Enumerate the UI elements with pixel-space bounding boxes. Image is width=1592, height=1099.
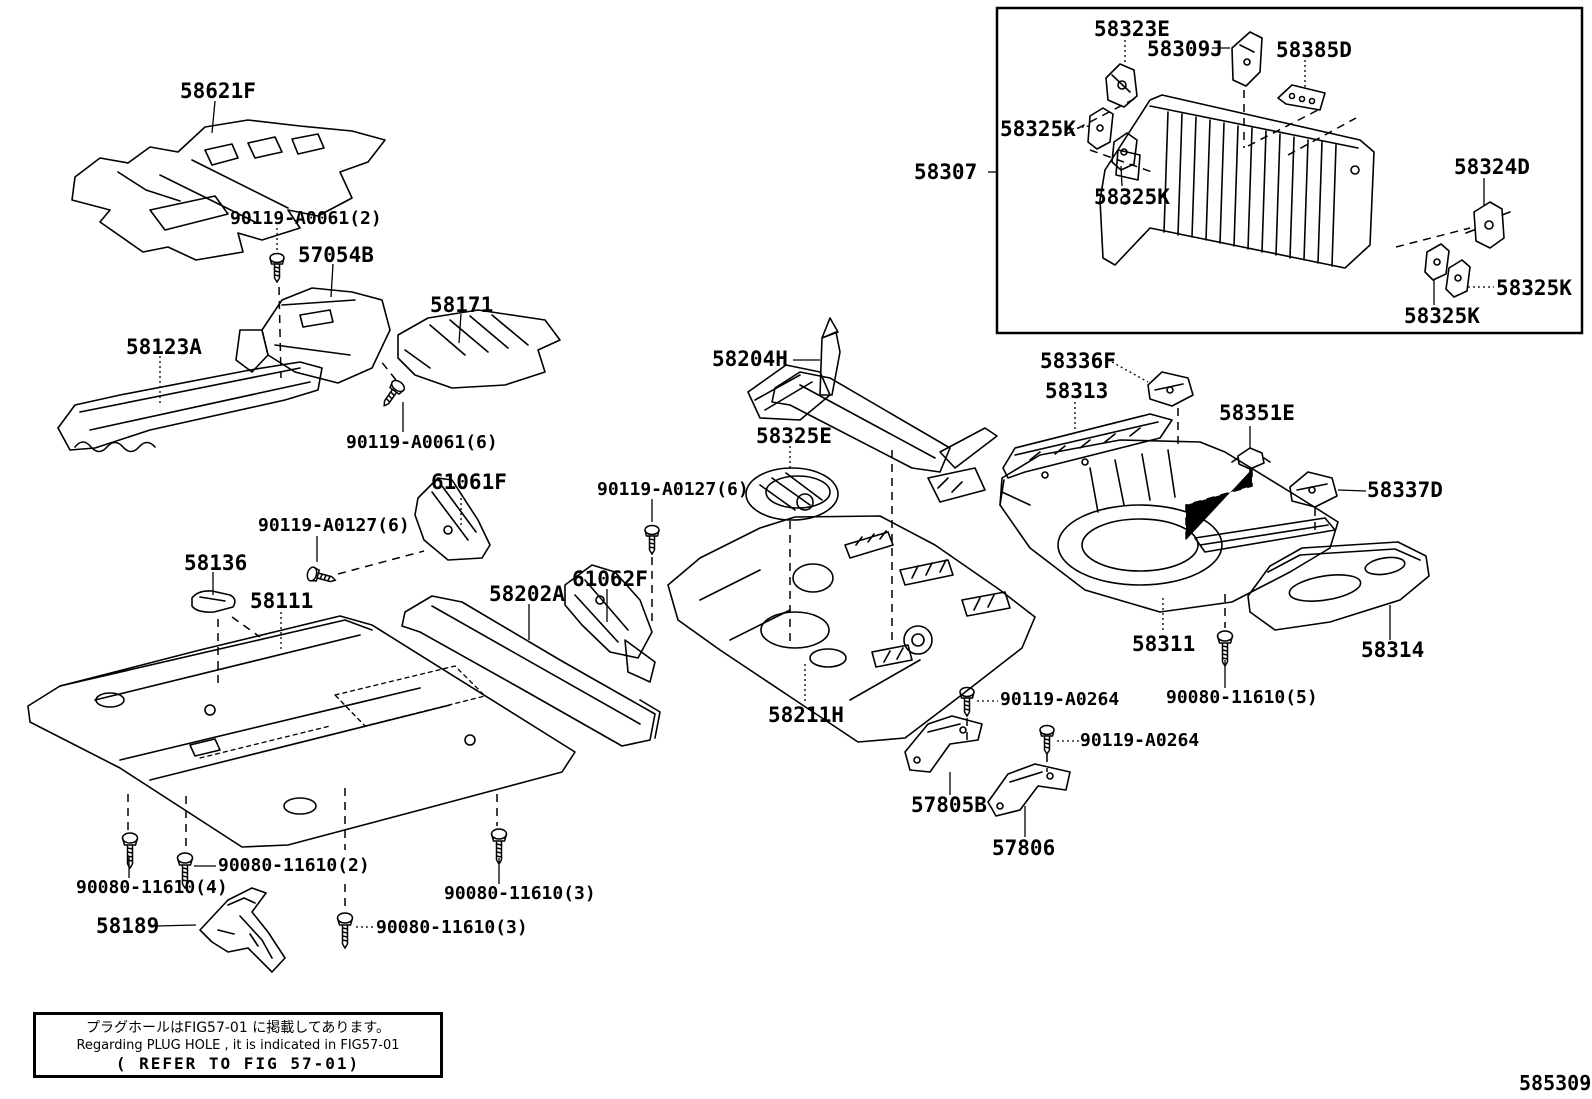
part-58202A-front-floor-crossmember	[401, 595, 661, 747]
label-90080-11610-2: 90080-11610(2)	[218, 855, 370, 876]
part-58325K-bracket-right-a	[1424, 243, 1450, 281]
label-57054B: 57054B	[298, 243, 374, 267]
label-90080-11610-3-right: 90080-11610(3)	[444, 883, 596, 904]
label-58325E: 58325E	[756, 424, 832, 448]
label-58323E: 58323E	[1094, 17, 1170, 41]
part-58323E-bracket	[1105, 63, 1138, 108]
part-57806-bracket	[987, 763, 1071, 817]
note-text-japanese: プラグホールはFIG57-01 に掲載してあります。	[86, 1020, 390, 1036]
inset-box-58307	[995, 6, 1584, 335]
part-58325K-bracket-right-b	[1445, 259, 1471, 298]
label-90119-A0127-6-right: 90119-A0127(6)	[597, 479, 749, 500]
label-90119-A0061-6: 90119-A0061(6)	[346, 432, 498, 453]
screw-icon	[336, 912, 354, 949]
leader-lines	[128, 47, 1485, 927]
bolt-icon	[305, 565, 338, 588]
part-58123A-front-floor-reinforcement	[57, 361, 323, 453]
part-58189-bracket	[199, 887, 286, 973]
label-57805B: 57805B	[911, 793, 987, 817]
label-58111: 58111	[250, 589, 314, 613]
part-58325K-bracket-left	[1087, 107, 1114, 150]
label-90080-11610-3-bottom: 90080-11610(3)	[376, 917, 528, 938]
part-57805B-bracket	[904, 715, 983, 773]
label-58123A: 58123A	[126, 335, 202, 359]
label-58325K-right: 58325K	[1496, 276, 1572, 300]
part-58314-rear-floor-panel-lower	[1247, 541, 1430, 631]
figure-code: 585309	[1519, 1071, 1592, 1095]
part-58325K-bracket-mid	[1111, 132, 1138, 171]
label-58313: 58313	[1045, 379, 1109, 403]
label-58189: 58189	[96, 914, 160, 938]
dotted-leader-lines	[159, 40, 1494, 928]
label-58324D: 58324D	[1454, 155, 1530, 179]
part-58171-floor-silencer-no2	[397, 309, 561, 389]
bolt-icon	[959, 686, 975, 717]
bolt-icon	[269, 252, 285, 283]
bolt-icon	[377, 377, 408, 411]
label-90080-11610-5: 90080-11610(5)	[1166, 687, 1318, 708]
label-58325K-bottom: 58325K	[1404, 304, 1480, 328]
part-58211H-center-floor-pan	[667, 515, 1036, 743]
note-text-reference: ( REFER TO FIG 57-01)	[115, 1054, 361, 1073]
label-58309J: 58309J	[1147, 37, 1223, 61]
note-text-english: Regarding PLUG HOLE , it is indicated in…	[76, 1038, 400, 1053]
label-90119-A0127-6-left: 90119-A0127(6)	[258, 515, 410, 536]
part-58336F-bracket	[1147, 371, 1194, 407]
label-58202A: 58202A	[489, 582, 565, 606]
label-58204H: 58204H	[712, 347, 788, 371]
note-box: プラグホールはFIG57-01 に掲載してあります。 Regarding PLU…	[33, 1012, 443, 1078]
part-58136-plate	[191, 590, 236, 613]
part-58621F-front-floor-silencer	[71, 119, 386, 261]
label-58314: 58314	[1361, 638, 1425, 662]
part-58313-rear-floor-side-member	[1002, 413, 1173, 479]
label-58337D: 58337D	[1367, 478, 1443, 502]
label-90119-A0264-upper: 90119-A0264	[1000, 689, 1120, 710]
label-58211H: 58211H	[768, 703, 844, 727]
label-90119-A0061-2: 90119-A0061(2)	[230, 208, 382, 229]
label-58307: 58307	[914, 160, 978, 184]
part-58325E-floor-plug	[745, 467, 839, 521]
label-58171: 58171	[430, 293, 494, 317]
label-90080-11610-4: 90080-11610(4)	[76, 877, 228, 898]
bolt-icon	[644, 524, 660, 555]
assembly-dashed-lines	[127, 90, 1471, 910]
part-61061F-bracket	[414, 477, 491, 561]
part-58311-rear-floor-pan	[999, 439, 1339, 613]
screw-icon	[121, 832, 139, 869]
part-58337D-bracket	[1289, 471, 1338, 508]
part-58307-rear-body-panel	[1099, 94, 1375, 269]
label-58325K-left: 58325K	[1000, 117, 1076, 141]
part-58309J-bracket	[1231, 31, 1263, 87]
label-61062F: 61062F	[572, 567, 648, 591]
label-90119-A0264-lower: 90119-A0264	[1080, 730, 1200, 751]
label-58351E: 58351E	[1219, 401, 1295, 425]
part-58111-front-floor-pan	[27, 615, 576, 848]
label-57806: 57806	[992, 836, 1056, 860]
label-58325K-mid: 58325K	[1094, 185, 1170, 209]
bolt-icon	[1039, 724, 1055, 755]
label-58311: 58311	[1132, 632, 1196, 656]
part-58324D-bracket	[1465, 201, 1511, 249]
label-58136: 58136	[184, 551, 248, 575]
label-58385D: 58385D	[1276, 38, 1352, 62]
part-58385D-reinforcement	[1277, 84, 1326, 111]
label-58336F: 58336F	[1040, 349, 1116, 373]
part-57054B-heat-insulator	[235, 287, 391, 384]
label-58621F: 58621F	[180, 79, 256, 103]
label-61061F: 61061F	[431, 470, 507, 494]
part-58204H-center-floor-crossmember	[747, 317, 998, 503]
